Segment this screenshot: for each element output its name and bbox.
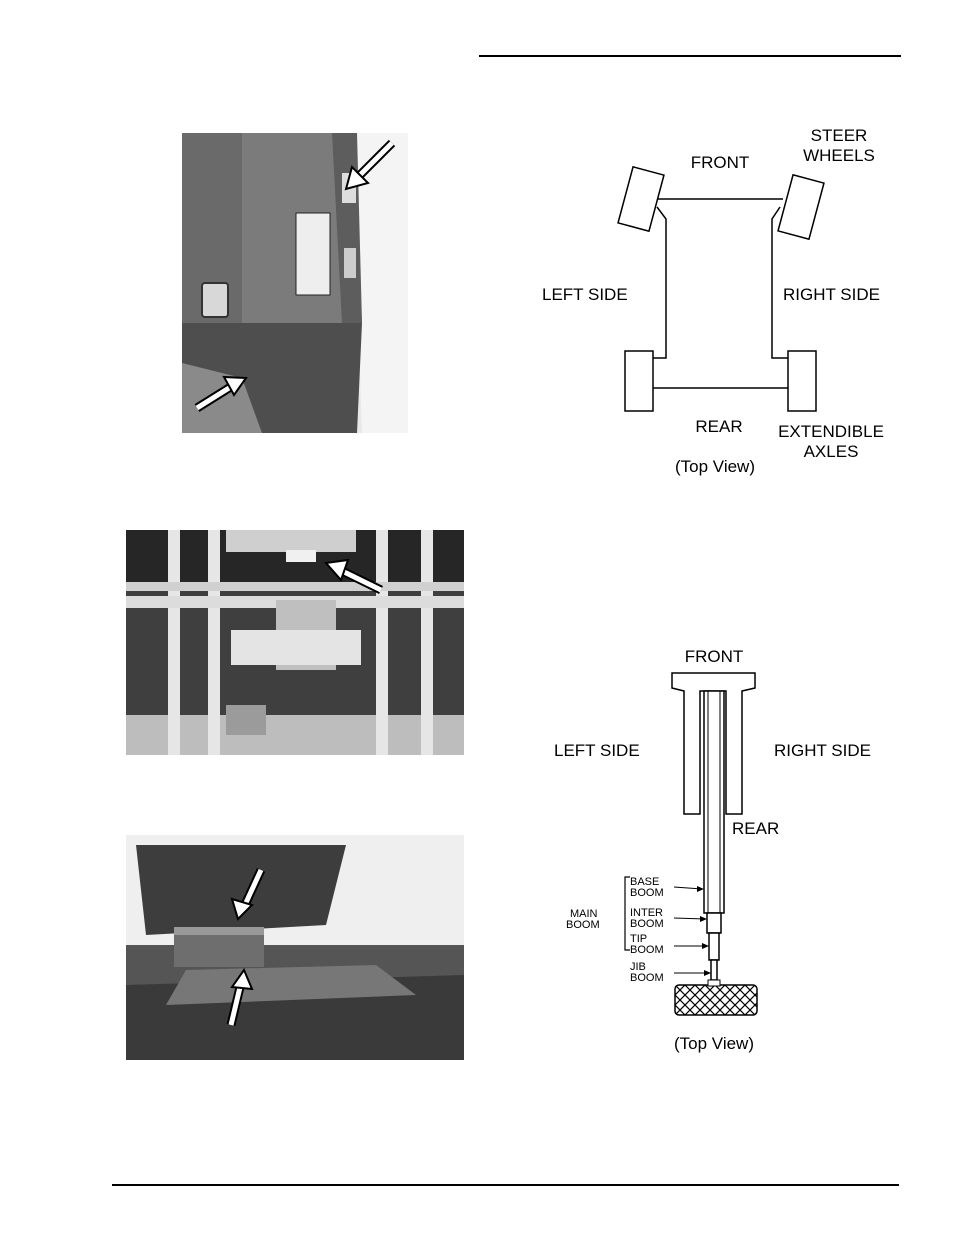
extendible-axles-label-1: EXTENDIBLE	[778, 422, 884, 441]
left-side-label: LEFT SIDE	[542, 285, 628, 304]
rear-label: REAR	[732, 819, 779, 838]
rear-label: REAR	[695, 417, 742, 436]
right-side-label: RIGHT SIDE	[774, 741, 871, 760]
steer-wheels-label-2: WHEELS	[803, 146, 875, 165]
boom-top-view-diagram: FRONT LEFT SIDE RIGHT SIDE REAR BASE BOO…	[540, 640, 900, 1060]
top-view-label: (Top View)	[675, 457, 755, 476]
platform-rail-photo-icon	[126, 530, 464, 755]
left-side-label: LEFT SIDE	[554, 741, 640, 760]
front-label: FRONT	[691, 153, 750, 172]
footer-rule	[112, 1184, 899, 1186]
turntable-photo-icon	[126, 835, 464, 1060]
header-rule	[479, 55, 901, 57]
machine-side-photo-icon	[182, 133, 408, 433]
jib-boom-label-2: BOOM	[630, 972, 664, 984]
inter-boom-label-2: BOOM	[630, 918, 664, 930]
extendible-axles-label-2: AXLES	[804, 442, 859, 461]
main-boom-label-2: BOOM	[566, 919, 600, 931]
front-label: FRONT	[685, 647, 744, 666]
right-side-label: RIGHT SIDE	[783, 285, 880, 304]
tip-boom-label-2: BOOM	[630, 944, 664, 956]
base-boom-label-2: BOOM	[630, 887, 664, 899]
chassis-top-view-diagram: FRONT STEER WHEELS LEFT SIDE RIGHT SIDE …	[520, 115, 920, 485]
top-view-label: (Top View)	[674, 1034, 754, 1053]
steer-wheels-label-1: STEER	[811, 126, 868, 145]
